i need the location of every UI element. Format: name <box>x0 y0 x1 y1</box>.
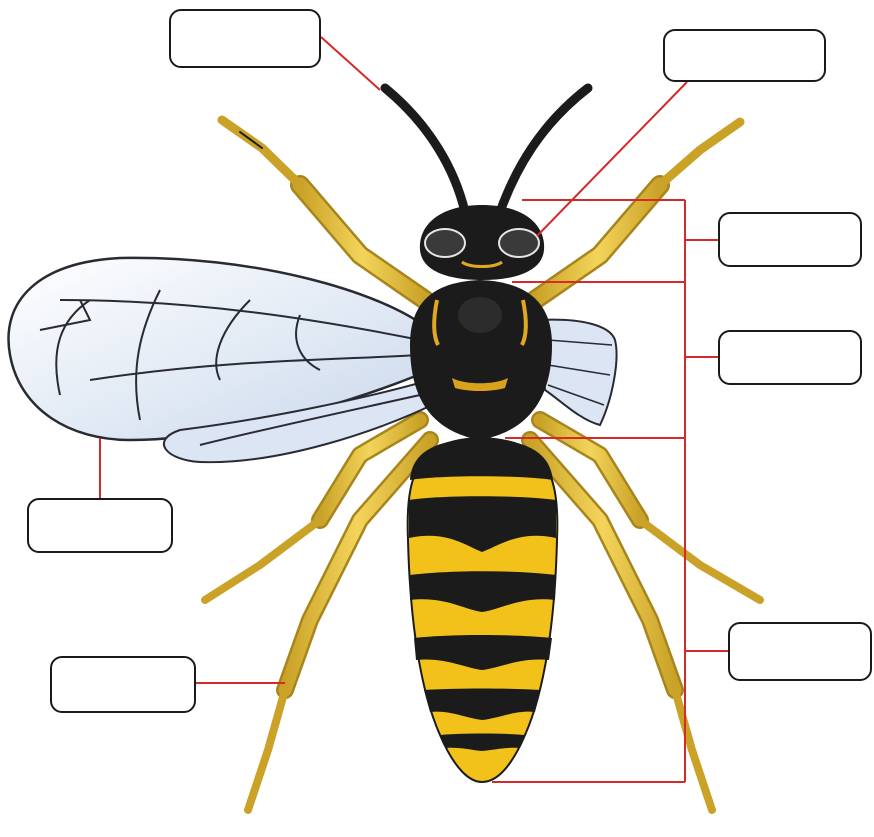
label-box-thorax[interactable] <box>718 330 862 385</box>
label-box-eye[interactable] <box>663 29 826 82</box>
antennae <box>385 88 588 212</box>
leader-eye <box>537 82 687 236</box>
label-box-wing[interactable] <box>27 498 173 553</box>
leader-antenna <box>321 37 380 90</box>
right-compound-eye <box>499 229 539 257</box>
middle-right-leg <box>540 420 760 600</box>
right-antenna <box>500 88 588 212</box>
front-right-leg <box>535 122 740 300</box>
label-box-leg[interactable] <box>50 656 196 713</box>
head <box>420 205 544 280</box>
label-box-antenna[interactable] <box>169 9 321 68</box>
label-box-head[interactable] <box>718 212 862 267</box>
thorax <box>410 280 552 440</box>
left-antenna <box>385 88 465 212</box>
left-compound-eye <box>425 229 465 257</box>
label-box-abdomen[interactable] <box>728 622 872 681</box>
abdomen <box>408 438 558 782</box>
